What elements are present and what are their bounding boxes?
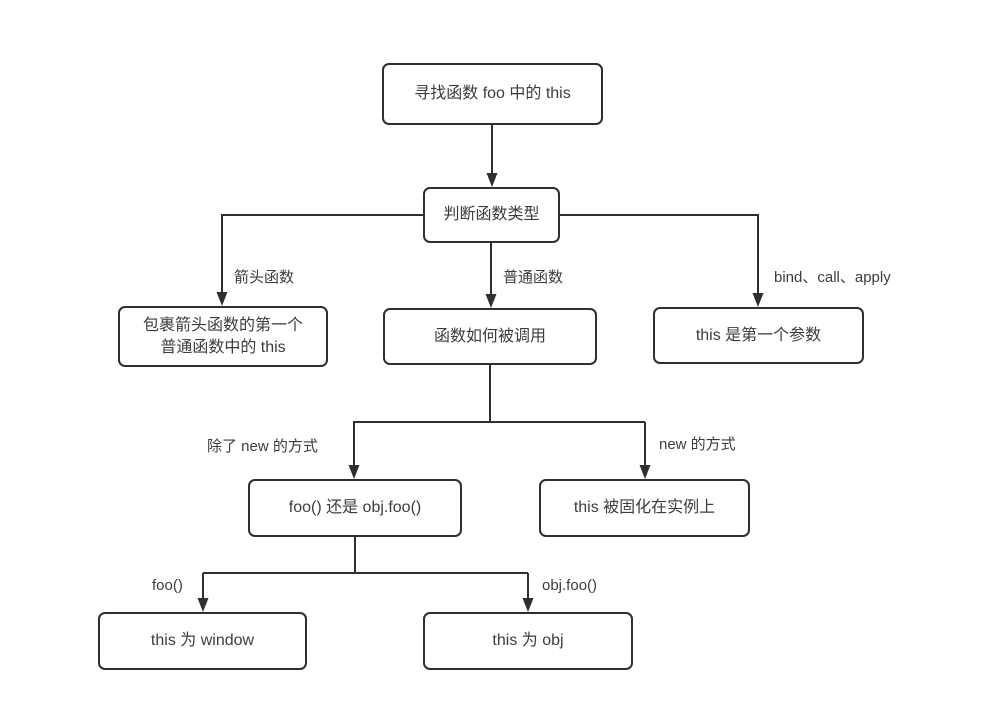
node-this-window: this 为 window xyxy=(98,612,307,670)
node-wrap-arrow-fn: 包裹箭头函数的第一个 普通函数中的 this xyxy=(118,306,328,367)
node-find-this-label: 寻找函数 foo 中的 this xyxy=(414,85,571,102)
node-judge-type: 判断函数类型 xyxy=(423,187,560,243)
edge-how-split xyxy=(353,365,646,465)
edge-label-foo-call: foo() xyxy=(152,577,183,594)
edge-judge-to-firstparam xyxy=(560,214,759,293)
arrow-head-icon xyxy=(485,294,497,308)
node-this-window-label: this 为 window xyxy=(150,632,255,649)
node-first-param: this 是第一个参数 xyxy=(653,307,864,364)
arrow-head-icon xyxy=(486,173,498,187)
edge-label-except-new: 除了 new 的方式 xyxy=(207,438,318,455)
arrow-head-icon xyxy=(348,465,360,479)
node-first-param-label: this 是第一个参数 xyxy=(695,326,822,344)
node-this-obj: this 为 obj xyxy=(423,612,633,670)
edge-label-bind-call-apply: bind、call、apply xyxy=(774,269,891,286)
edge-label-normal-function: 普通函数 xyxy=(503,269,564,286)
node-find-this: 寻找函数 foo 中的 this xyxy=(382,63,603,125)
arrow-head-icon xyxy=(522,598,534,612)
node-foo-or-objfoo: foo() 还是 obj.foo() xyxy=(248,479,462,537)
node-fixed-on-instance: this 被固化在实例上 xyxy=(539,479,750,537)
arrow-head-icon xyxy=(216,292,228,306)
node-judge-type-label: 判断函数类型 xyxy=(443,206,540,223)
edge-label-new-way: new 的方式 xyxy=(659,436,736,453)
edge-label-arrow-function: 箭头函数 xyxy=(234,269,295,286)
node-this-obj-label: this 为 obj xyxy=(492,632,564,649)
arrow-head-icon xyxy=(197,598,209,612)
node-how-called: 函数如何被调用 xyxy=(383,308,597,365)
node-wrap-arrow-fn-line2: 普通函数中的 this xyxy=(160,338,286,356)
node-wrap-arrow-fn-line1: 包裹箭头函数的第一个 xyxy=(142,316,303,334)
edge-judge-to-arrowfn xyxy=(221,214,423,292)
arrow-head-icon xyxy=(752,293,764,307)
edge-label-obj-foo-call: obj.foo() xyxy=(542,577,598,594)
arrow-head-icon xyxy=(639,465,651,479)
node-how-called-label: 函数如何被调用 xyxy=(433,327,546,345)
node-foo-or-objfoo-label: foo() 还是 obj.foo() xyxy=(288,499,422,516)
edge-foo-split xyxy=(202,537,529,598)
node-fixed-on-instance-label: this 被固化在实例上 xyxy=(573,499,716,516)
